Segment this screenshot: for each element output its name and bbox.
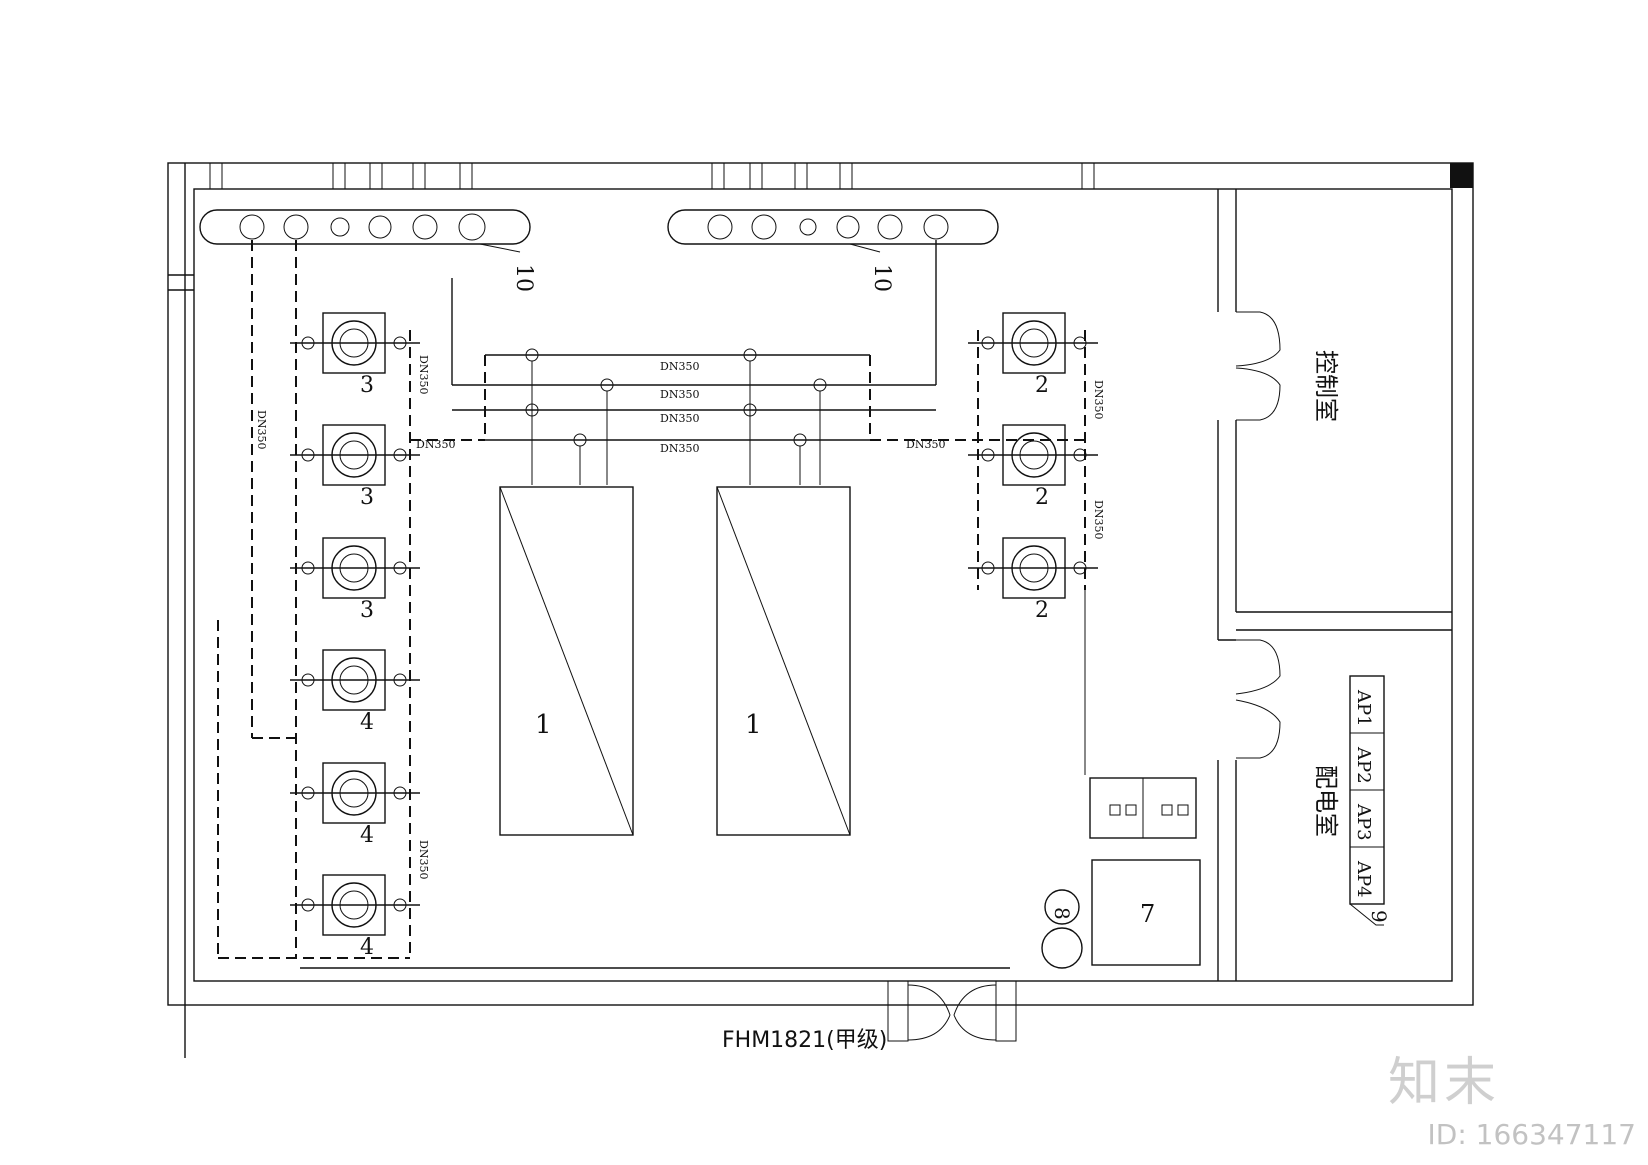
ap4-label: AP4 — [1353, 860, 1374, 898]
control-room-label: 控制室 — [1312, 350, 1340, 422]
label-eq-2-b: 2 — [1035, 485, 1049, 510]
label-dn350-left-3: DN350 — [417, 840, 430, 879]
label-eq-1-left: 1 — [535, 710, 552, 740]
pump-4-b: 4 — [290, 762, 420, 848]
vessel-8: 8 — [1041, 889, 1083, 969]
main-door — [887, 980, 1017, 1042]
power-room-label: 配电室 — [1312, 765, 1340, 837]
label-dn350-left-4: DN350 — [416, 438, 455, 451]
pump-2-a: 2 — [968, 312, 1098, 398]
building-walls — [167, 162, 1474, 1058]
wall-penetrations — [209, 163, 1095, 189]
pump-3-c: 3 — [290, 537, 420, 623]
label-eq-8: 8 — [1050, 907, 1074, 920]
pump-3-b: 3 — [290, 424, 420, 510]
label-dn350-header-1: DN350 — [660, 360, 699, 373]
label-eq-2-a: 2 — [1035, 373, 1049, 398]
pump-2-c: 2 — [968, 537, 1098, 623]
manifold-left: 10 — [199, 209, 536, 292]
label-eq-4-b: 4 — [360, 823, 374, 848]
label-dn350-right-3: DN350 — [906, 438, 945, 451]
label-dn350-right-2: DN350 — [1092, 500, 1105, 539]
label-eq-9: 9 — [1367, 910, 1391, 923]
tank-right: 1 — [716, 486, 851, 836]
ap-panels: AP1 AP2 AP3 AP4 9 — [1349, 675, 1391, 926]
label-eq-3-c: 3 — [360, 598, 374, 623]
watermark-brand: 知末 — [1387, 1053, 1500, 1113]
left-pump-piping: DN350 DN350 DN350 DN350 — [217, 240, 1010, 969]
tank-7: 7 — [1091, 859, 1201, 966]
pump-4-a: 4 — [290, 649, 420, 735]
ap2-label: AP2 — [1353, 746, 1374, 784]
right-pump-piping: DN350 DN350 DN350 — [870, 330, 1105, 775]
watermark-id: ID: 166347117 — [1427, 1118, 1636, 1151]
label-eq-10-right: 10 — [869, 264, 894, 292]
label-dn350-left-1: DN350 — [417, 355, 430, 394]
label-dn350-right-1: DN350 — [1092, 380, 1105, 419]
tank-left: 1 — [499, 486, 634, 836]
label-eq-7: 7 — [1140, 900, 1155, 928]
label-dn350-header-3: DN350 — [660, 412, 699, 425]
label-eq-4-a: 4 — [360, 710, 374, 735]
door-label: FHM1821(甲级) — [722, 1028, 887, 1053]
label-eq-3-b: 3 — [360, 485, 374, 510]
label-eq-1-right: 1 — [745, 710, 762, 740]
ap3-label: AP3 — [1353, 803, 1374, 841]
pump-4-c: 4 — [290, 874, 420, 960]
label-eq-4-c: 4 — [360, 935, 374, 960]
pumps-right: 2 2 2 — [968, 312, 1098, 623]
label-eq-10-left: 10 — [511, 264, 536, 292]
label-eq-2-c: 2 — [1035, 598, 1049, 623]
label-dn350-header-4: DN350 — [660, 442, 699, 455]
control-cabinet — [1089, 777, 1197, 839]
label-eq-3-a: 3 — [360, 373, 374, 398]
manifold-right: 10 — [667, 209, 999, 292]
pump-3-a: 3 — [290, 312, 420, 398]
label-dn350-left-2: DN350 — [255, 410, 268, 449]
ap1-label: AP1 — [1353, 689, 1374, 727]
pumps-left: 3 3 3 4 4 — [290, 312, 420, 960]
header-pipes: DN350 DN350 DN350 DN350 — [451, 240, 937, 485]
pump-2-b: 2 — [968, 424, 1098, 510]
label-dn350-header-2: DN350 — [660, 388, 699, 401]
